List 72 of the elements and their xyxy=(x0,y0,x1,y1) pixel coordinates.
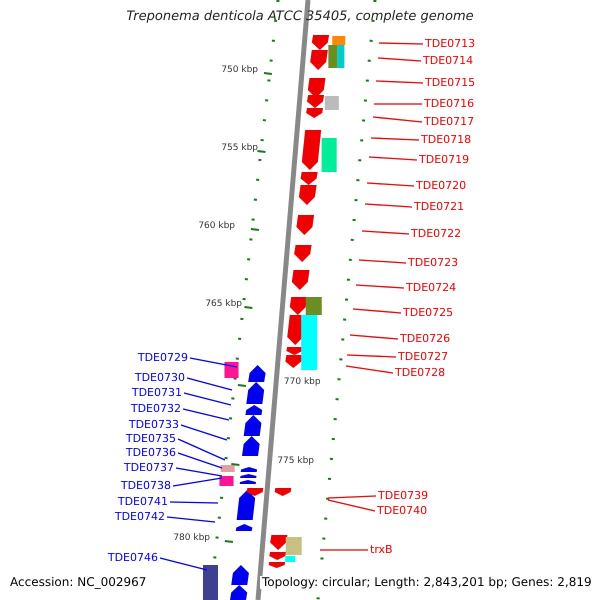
gene-label: TDE0735 xyxy=(126,432,176,445)
gene-label: TDE0713 xyxy=(425,37,476,50)
scale-label: 775 kbp xyxy=(277,456,314,467)
gene-label: TDE0746 xyxy=(108,551,158,564)
leader-line xyxy=(186,377,232,391)
gene-label: TDE0726 xyxy=(400,332,450,345)
gene-label: TDE0727 xyxy=(398,350,448,363)
leader-line xyxy=(160,557,208,571)
gene-label: TDE0737 xyxy=(124,461,174,474)
leader-line xyxy=(176,467,222,477)
gene-label: TDE0733 xyxy=(128,418,179,431)
leader-line xyxy=(346,365,394,374)
leader-line xyxy=(350,334,398,340)
leader-line xyxy=(370,137,420,141)
leader-line xyxy=(356,284,404,289)
scale-label: 750 kbp xyxy=(221,65,258,76)
leader-line xyxy=(178,438,226,461)
leader-line xyxy=(166,516,216,523)
gene-label: TDE0741 xyxy=(118,495,168,508)
leader-line xyxy=(374,103,422,105)
title: Treponema denticola ATCC 35405, complete genome xyxy=(125,10,475,23)
leader-line xyxy=(182,408,230,421)
gene-label: TDE0719 xyxy=(419,153,470,166)
leader-line xyxy=(378,57,422,62)
leader-line xyxy=(362,230,410,235)
gene-label: TDE0739 xyxy=(378,489,428,502)
gene-label: TDE0723 xyxy=(408,256,458,269)
scale-label: 755 kbp xyxy=(221,143,258,154)
gene-label: TDE0722 xyxy=(411,227,462,240)
gene-label: TDE0729 xyxy=(138,351,188,364)
leader-line xyxy=(368,156,418,161)
gene-label: TDE0717 xyxy=(424,115,474,128)
gene-label: TDE0714 xyxy=(423,54,474,67)
gene-label: TDE0742 xyxy=(114,510,165,523)
gene-label: TDE0715 xyxy=(425,76,476,89)
scale-label: 770 kbp xyxy=(284,377,321,388)
gene-label: TDE0736 xyxy=(126,446,176,459)
scale-label: 765 kbp xyxy=(205,299,242,310)
leader-line xyxy=(172,477,222,487)
leader-line xyxy=(180,424,228,441)
leader-line xyxy=(378,42,424,45)
leader-line xyxy=(358,259,406,264)
scale-label: 780 kbp xyxy=(173,533,210,544)
gene-label: TDE0725 xyxy=(403,306,454,319)
leader-line xyxy=(170,501,218,504)
gene-label: TDE0728 xyxy=(395,366,446,379)
gene-label: TDE0718 xyxy=(421,133,472,146)
leader-line xyxy=(372,116,422,123)
leader-line xyxy=(376,80,424,84)
gene-label: TDE0740 xyxy=(377,504,428,517)
gene-label: TDE0720 xyxy=(416,179,466,192)
gene-label: TDE0721 xyxy=(414,200,464,213)
leader-line xyxy=(328,495,376,499)
gene-label: TDE0716 xyxy=(424,97,474,110)
gene-label: TDE0738 xyxy=(120,479,171,492)
leader-line xyxy=(178,452,222,469)
leader-line xyxy=(190,357,238,368)
leader-line xyxy=(184,392,232,406)
footer-text: Accession: NC_002967 xyxy=(8,576,148,589)
leader-line xyxy=(364,203,412,208)
gene-label: TDE0724 xyxy=(406,281,456,294)
gene-label: trxB xyxy=(370,543,393,556)
gene-label: TDE0730 xyxy=(134,371,185,384)
gene-label: TDE0732 xyxy=(130,402,181,415)
scale-label: 760 kbp xyxy=(198,221,235,232)
leader-line xyxy=(352,308,402,314)
gene-label: TDE0731 xyxy=(132,386,182,399)
footer-text: Topology: circular; Length: 2,843,201 bp; Genes: 2,819 xyxy=(260,576,594,589)
leader-line xyxy=(346,354,396,358)
leader-line xyxy=(320,549,368,551)
leader-line xyxy=(366,182,414,187)
leader-line xyxy=(328,499,376,512)
